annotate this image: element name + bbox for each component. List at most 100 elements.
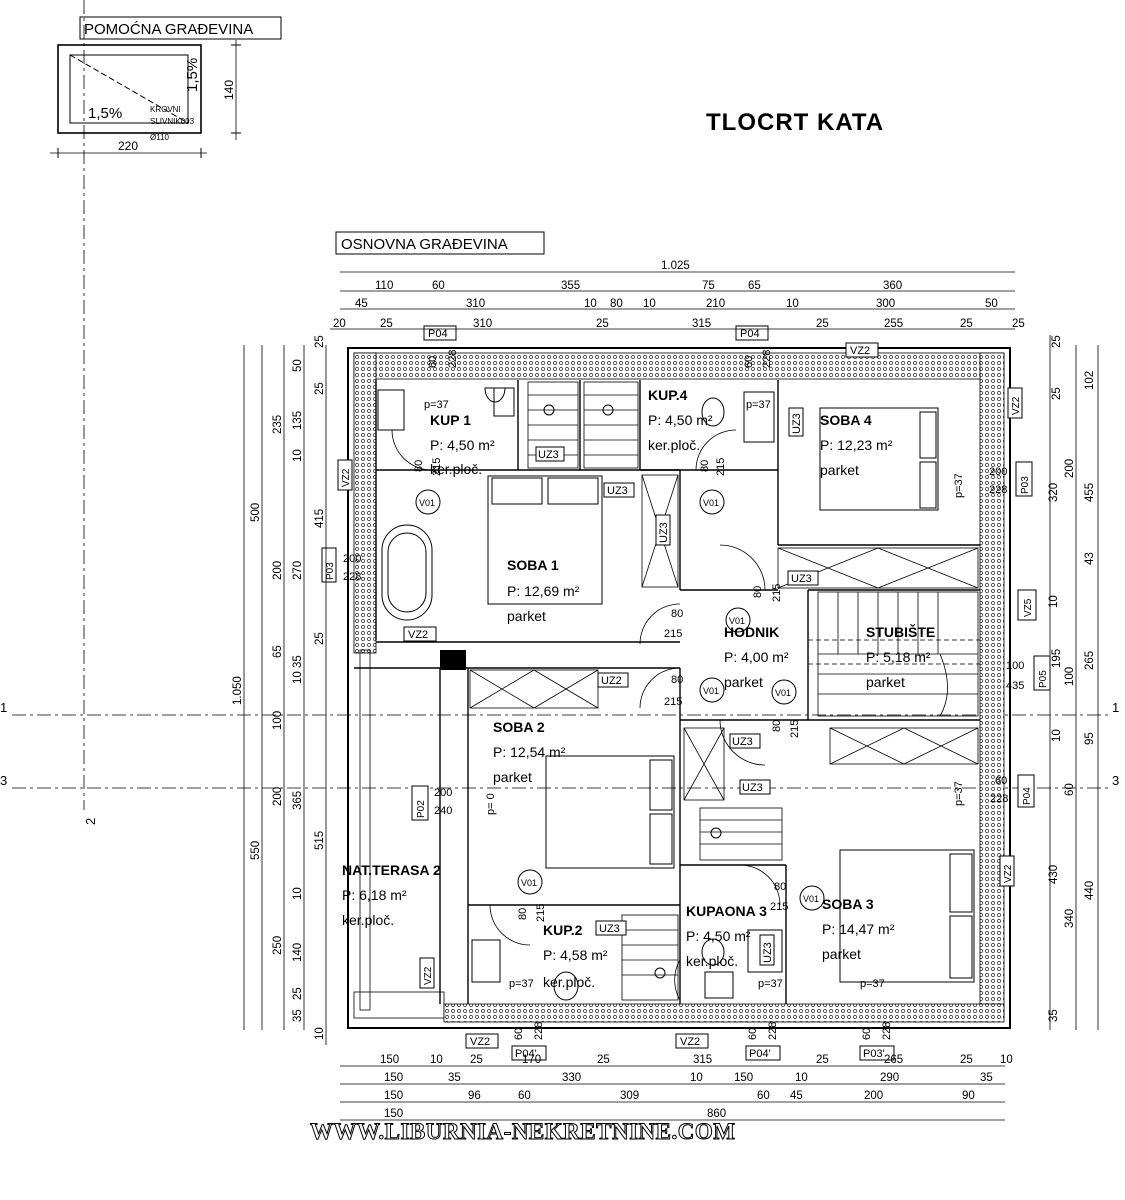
svg-text:P: 6,18 m²: P: 6,18 m² xyxy=(342,887,407,903)
svg-text:25: 25 xyxy=(380,318,393,330)
svg-text:200: 200 xyxy=(272,787,284,806)
svg-text:P02: P02 xyxy=(416,800,427,818)
door-swings xyxy=(391,429,781,1001)
svg-text:parket: parket xyxy=(866,674,905,690)
svg-text:550: 550 xyxy=(250,841,262,860)
door-marker: V01 xyxy=(771,679,797,705)
svg-text:150: 150 xyxy=(384,1072,403,1084)
svg-text:VZ2: VZ2 xyxy=(680,1036,700,1048)
svg-text:KUP 1: KUP 1 xyxy=(430,412,471,428)
svg-text:1.050: 1.050 xyxy=(232,676,244,705)
svg-text:310: 310 xyxy=(473,318,492,330)
svg-text:310: 310 xyxy=(466,298,485,310)
svg-text:VZ2: VZ2 xyxy=(850,345,870,357)
svg-text:KUPAONA 3: KUPAONA 3 xyxy=(686,903,767,919)
bottom-dimensions: 150 10 25 170 25 315 25 265 25 10 150 35… xyxy=(340,1054,1013,1121)
room-label-soba-3: SOBA 3 P: 14,47 m² parket xyxy=(822,896,895,962)
svg-text:265: 265 xyxy=(1084,651,1096,670)
svg-text:ker.ploč.: ker.ploč. xyxy=(686,953,738,969)
svg-text:V01: V01 xyxy=(703,686,719,696)
svg-text:60: 60 xyxy=(427,356,439,368)
svg-text:UZ3: UZ3 xyxy=(599,923,620,935)
svg-text:UZ3: UZ3 xyxy=(732,736,753,748)
svg-text:UZ3: UZ3 xyxy=(607,485,628,497)
svg-text:10: 10 xyxy=(314,1027,326,1040)
svg-text:P04': P04' xyxy=(515,1048,537,1060)
exterior-walls xyxy=(347,347,1011,1029)
tag: VZ2 xyxy=(999,855,1015,887)
svg-text:UZ3: UZ3 xyxy=(791,573,812,585)
svg-text:UZ3: UZ3 xyxy=(658,522,670,543)
tag: VZ2 xyxy=(419,957,435,989)
svg-text:3: 3 xyxy=(1112,773,1119,788)
svg-text:HODNIK: HODNIK xyxy=(724,624,779,640)
svg-text:25: 25 xyxy=(960,318,973,330)
svg-text:25: 25 xyxy=(314,335,326,348)
svg-text:60: 60 xyxy=(518,1090,531,1102)
svg-text:25: 25 xyxy=(314,382,326,395)
svg-text:25: 25 xyxy=(470,1054,483,1066)
svg-text:80: 80 xyxy=(610,298,623,310)
interior-walls xyxy=(354,380,980,1004)
svg-text:25: 25 xyxy=(1051,387,1063,400)
svg-text:60: 60 xyxy=(1064,783,1076,796)
door-marker: V01 xyxy=(699,677,725,703)
svg-text:80: 80 xyxy=(671,674,683,686)
svg-text:P: 4,58 m²: P: 4,58 m² xyxy=(543,947,608,963)
svg-text:150: 150 xyxy=(384,1090,403,1102)
page-title: TLOCRT KATA xyxy=(706,109,884,136)
svg-text:228: 228 xyxy=(761,350,773,368)
svg-text:p=37: p=37 xyxy=(953,473,965,498)
svg-text:KUP.2: KUP.2 xyxy=(543,922,583,938)
tag: P04 xyxy=(1017,774,1035,808)
svg-text:UZ3: UZ3 xyxy=(762,942,774,963)
tag: P03' xyxy=(859,1045,895,1061)
axis-lines xyxy=(12,714,1110,789)
svg-text:P03': P03' xyxy=(863,1048,885,1060)
svg-text:215: 215 xyxy=(789,720,801,738)
svg-text:455: 455 xyxy=(1084,483,1096,502)
svg-text:parket: parket xyxy=(724,674,763,690)
tag: VZ2 xyxy=(337,459,353,491)
svg-text:NAT.TERASA 2: NAT.TERASA 2 xyxy=(342,862,441,878)
svg-text:VZ5: VZ5 xyxy=(1023,598,1034,617)
svg-text:250: 250 xyxy=(272,936,284,955)
svg-text:P05: P05 xyxy=(1038,670,1049,688)
svg-text:96: 96 xyxy=(468,1090,481,1102)
room-label-kup-4: KUP.4 P: 4,50 m² ker.ploč. xyxy=(648,387,713,453)
svg-text:P03: P03 xyxy=(325,562,336,580)
svg-text:45: 45 xyxy=(355,298,368,310)
svg-text:340: 340 xyxy=(1064,909,1076,928)
svg-text:215: 215 xyxy=(770,901,788,913)
svg-text:P: 4,00 m²: P: 4,00 m² xyxy=(724,649,789,665)
svg-text:150: 150 xyxy=(384,1108,403,1120)
svg-text:p= 0: p= 0 xyxy=(485,793,497,815)
svg-text:228: 228 xyxy=(767,1022,779,1040)
svg-text:500: 500 xyxy=(250,503,262,522)
svg-text:P04: P04 xyxy=(1022,787,1033,805)
svg-text:330: 330 xyxy=(562,1072,581,1084)
svg-text:60: 60 xyxy=(995,775,1007,787)
svg-text:135: 135 xyxy=(292,411,304,430)
svg-text:435: 435 xyxy=(1006,680,1024,692)
svg-text:UZ3: UZ3 xyxy=(791,413,803,434)
top-dimensions: 1.025 110 60 355 75 65 360 45 310 10 80 … xyxy=(330,260,1025,330)
svg-text:P: 4,50 m²: P: 4,50 m² xyxy=(686,928,751,944)
svg-text:V01: V01 xyxy=(729,616,745,626)
svg-text:150: 150 xyxy=(734,1072,753,1084)
door-marker: V01 xyxy=(799,885,825,911)
svg-text:170: 170 xyxy=(522,1054,541,1066)
svg-text:10: 10 xyxy=(292,887,304,900)
svg-text:P04: P04 xyxy=(740,328,760,340)
right-dimensions: 102 455 43 265 95 440 25 25 200 320 10 1… xyxy=(1048,335,1099,1030)
svg-text:UZ3: UZ3 xyxy=(742,782,763,794)
svg-text:270: 270 xyxy=(292,561,304,580)
svg-text:140: 140 xyxy=(292,943,304,962)
svg-text:10: 10 xyxy=(1000,1054,1013,1066)
svg-text:228: 228 xyxy=(343,571,361,583)
svg-text:365: 365 xyxy=(292,791,304,810)
svg-text:240: 240 xyxy=(434,805,452,817)
svg-text:V01: V01 xyxy=(803,894,819,904)
svg-text:200: 200 xyxy=(1064,459,1076,478)
